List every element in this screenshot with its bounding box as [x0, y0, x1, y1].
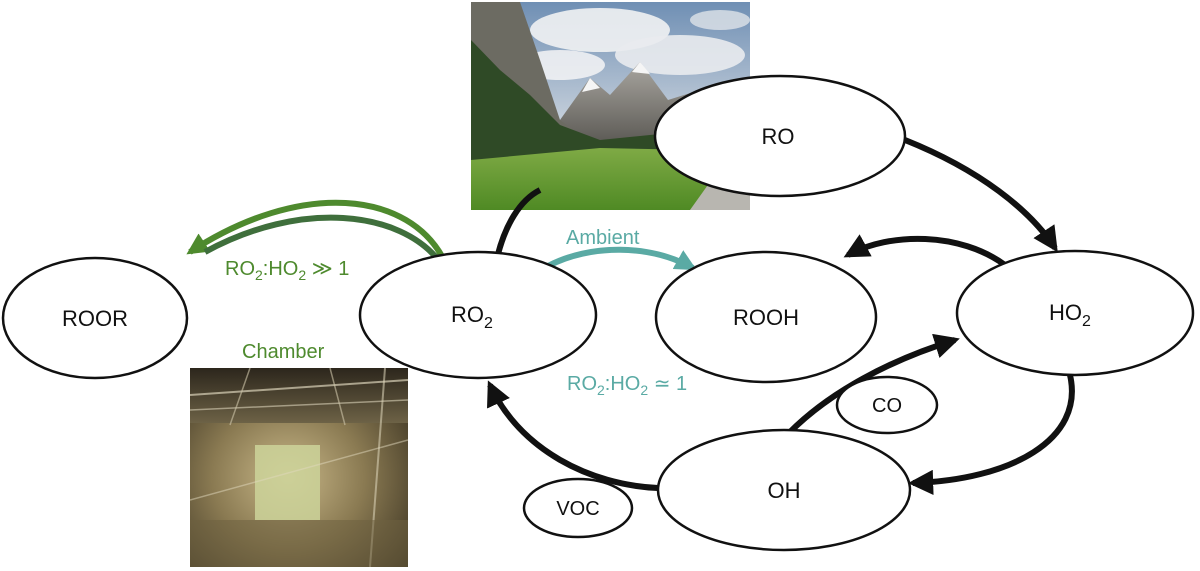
node-ro2-sub: 2 — [484, 315, 493, 332]
ambient-ratio-b-sub: 2 — [640, 382, 648, 398]
node-rooh: ROOH — [654, 250, 878, 384]
ambient-title: Ambient — [566, 227, 640, 249]
node-co: CO — [835, 375, 939, 435]
chamber-title: Chamber — [242, 341, 325, 363]
chamber-ratio: RO2:HO2 ≫ 1 — [225, 258, 349, 283]
node-rooh-label: ROOH — [733, 305, 799, 330]
ambient-ratio-rel: ≃ 1 — [648, 373, 687, 395]
ambient-ratio-a: RO — [567, 373, 597, 395]
chamber-ratio-a: RO — [225, 258, 255, 280]
ro-to-ho2-arrow — [903, 137, 1058, 253]
node-co-label: CO — [872, 395, 902, 417]
ho2-to-rooh-arrow — [843, 234, 1007, 268]
ambient-arrow — [546, 246, 697, 271]
node-oh: OH — [656, 428, 912, 552]
oh-to-ho2-arrow — [787, 333, 960, 435]
node-ro2: RO2 — [358, 250, 598, 380]
chamber-arrow-inner — [203, 214, 443, 264]
chamber-ratio-b: :HO — [263, 258, 299, 280]
chamber-arrow-outer — [186, 199, 448, 264]
node-ho2: HO2 — [955, 249, 1195, 377]
ho2-to-oh-arrow — [907, 374, 1075, 495]
chamber-interior-photo — [190, 368, 408, 567]
ambient-ratio-a-sub: 2 — [597, 382, 605, 398]
node-oh-label: OH — [768, 478, 801, 503]
node-ro: RO — [653, 74, 907, 198]
node-ho2-label: HO — [1049, 300, 1082, 325]
node-voc-label: VOC — [556, 498, 599, 520]
oh-to-ro2-arrow — [487, 380, 659, 491]
node-roor-label: ROOR — [62, 306, 128, 331]
node-roor: ROOR — [1, 256, 189, 380]
chamber-ratio-a-sub: 2 — [255, 267, 263, 283]
svg-text:HO2: HO2 — [1049, 300, 1091, 330]
node-ho2-sub: 2 — [1082, 313, 1091, 330]
chamber-ratio-b-sub: 2 — [298, 267, 306, 283]
node-ro-label: RO — [762, 124, 795, 149]
svg-text:RO2: RO2 — [451, 302, 493, 332]
ro2-to-ro-arrow — [494, 187, 542, 259]
chamber-ratio-rel: ≫ 1 — [306, 258, 349, 280]
ambient-ratio: RO2:HO2 ≃ 1 — [567, 373, 687, 398]
ambient-ratio-b: :HO — [605, 373, 641, 395]
node-ro2-label: RO — [451, 302, 484, 327]
node-voc: VOC — [522, 477, 634, 539]
